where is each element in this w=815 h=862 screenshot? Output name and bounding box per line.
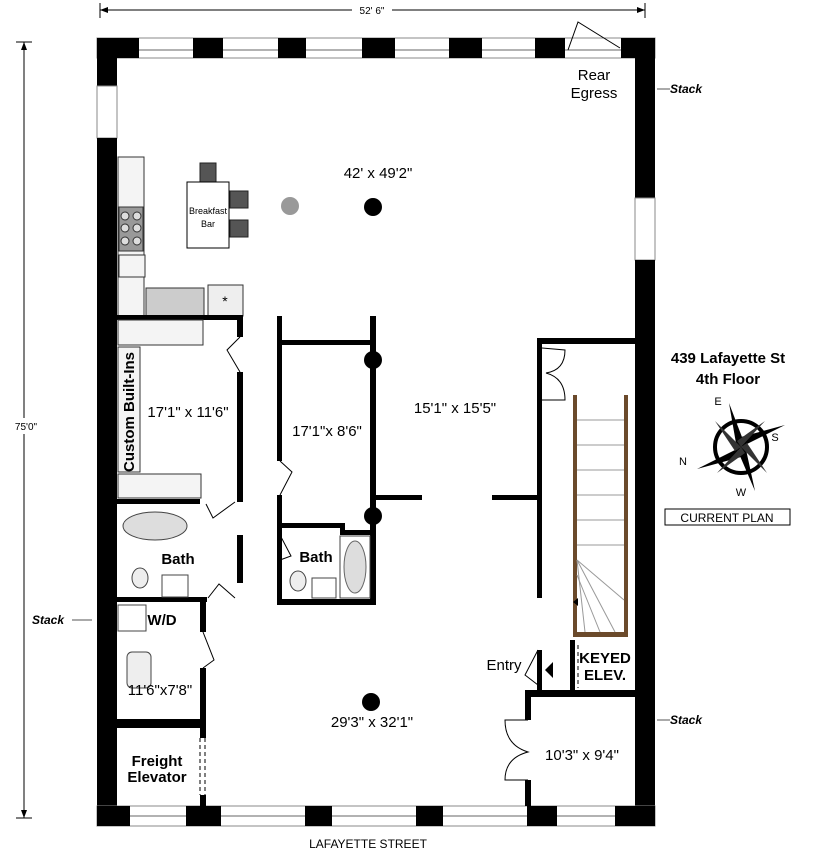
sink-icon [145, 287, 205, 317]
front-living-dimensions: 29'3" x 32'1" [331, 714, 413, 731]
column [362, 693, 380, 711]
bath1-door[interactable] [205, 501, 236, 519]
interior-walls [117, 315, 635, 806]
compass-rose-icon [697, 403, 785, 491]
stair-door[interactable] [541, 347, 566, 401]
faucet-icon [118, 254, 146, 278]
keyed-elevator-door[interactable] [572, 645, 579, 688]
rear-egress-label: Rear [578, 67, 611, 84]
svg-text:*: * [222, 293, 228, 309]
front-room-dimensions: 10'3" x 9'4" [545, 747, 619, 764]
entry-arrow-icon [545, 662, 553, 678]
laundry-dimensions: 11'6"x7'8" [128, 682, 192, 699]
staircase [573, 395, 628, 637]
bath1-door-2[interactable] [207, 583, 236, 599]
bedroom2-door[interactable] [279, 460, 293, 496]
compass-w: W [736, 487, 747, 499]
bedroom1-door[interactable] [226, 336, 241, 373]
svg-text:Stack: Stack [32, 613, 65, 627]
column [364, 198, 382, 216]
center-room-dimensions: 15'1" x 15'5" [414, 400, 496, 417]
freight-elevator-label: Freight [132, 753, 183, 770]
svg-text:Stack: Stack [670, 713, 703, 727]
kitchen: * [117, 156, 244, 318]
entry-door[interactable] [524, 649, 539, 686]
column [364, 507, 382, 525]
stack-marker-left: Stack [32, 613, 92, 627]
bedroom2-dimensions: 17'1"x 8'6" [292, 423, 362, 440]
column [364, 351, 382, 369]
svg-text:Stack: Stack [670, 82, 703, 96]
rear-egress-label: Egress [571, 85, 618, 102]
bath1-fixtures [122, 511, 189, 598]
exterior-walls [96, 37, 656, 827]
freight-elevator-door[interactable] [199, 738, 206, 795]
column [281, 197, 299, 215]
bath2-fixtures [289, 535, 371, 599]
svg-text:Breakfast: Breakfast [189, 206, 228, 216]
address-title: 439 Lafayette St [671, 350, 785, 367]
bath2-door[interactable] [279, 534, 292, 561]
current-plan-badge [664, 508, 791, 526]
height-dimension: 75'0" [10, 41, 40, 819]
compass-n: N [679, 456, 687, 468]
stack-marker-bottom-right: Stack [657, 713, 703, 727]
freight-elevator-label: Elevator [127, 769, 186, 786]
laundry-fixtures [117, 604, 152, 689]
bedroom1-dimensions: 17'1" x 11'6" [147, 404, 228, 421]
height-label: 75'0" [15, 422, 38, 433]
rear-egress-door[interactable] [567, 21, 621, 51]
street-label: LAFAYETTE STREET [309, 837, 427, 851]
width-dimension: 52' 6" [99, 2, 646, 18]
keyed-elevator-label: KEYED [579, 650, 631, 667]
front-room-door[interactable] [504, 719, 530, 781]
floor-title: 4th Floor [696, 371, 760, 388]
current-plan-label: CURRENT PLAN [680, 511, 773, 525]
compass-e: E [714, 396, 721, 408]
bath1-label: Bath [161, 551, 194, 568]
keyed-elevator-label: ELEV. [584, 667, 626, 684]
entry-label: Entry [486, 657, 522, 674]
built-in-cabinets [117, 319, 204, 499]
stack-marker-top-right: Stack [657, 82, 703, 96]
custom-built-ins-label: Custom Built-Ins [121, 352, 138, 472]
width-label: 52' 6" [360, 6, 385, 17]
compass-s: S [771, 432, 778, 444]
bath2-label: Bath [299, 549, 332, 566]
laundry-door[interactable] [202, 631, 215, 669]
main-living-dimensions: 42' x 49'2" [344, 165, 413, 182]
svg-text:Bar: Bar [201, 219, 215, 229]
dishwasher-icon [207, 284, 244, 317]
breakfast-bar: Breakfast Bar [186, 162, 249, 249]
wd-label: W/D [147, 612, 176, 629]
